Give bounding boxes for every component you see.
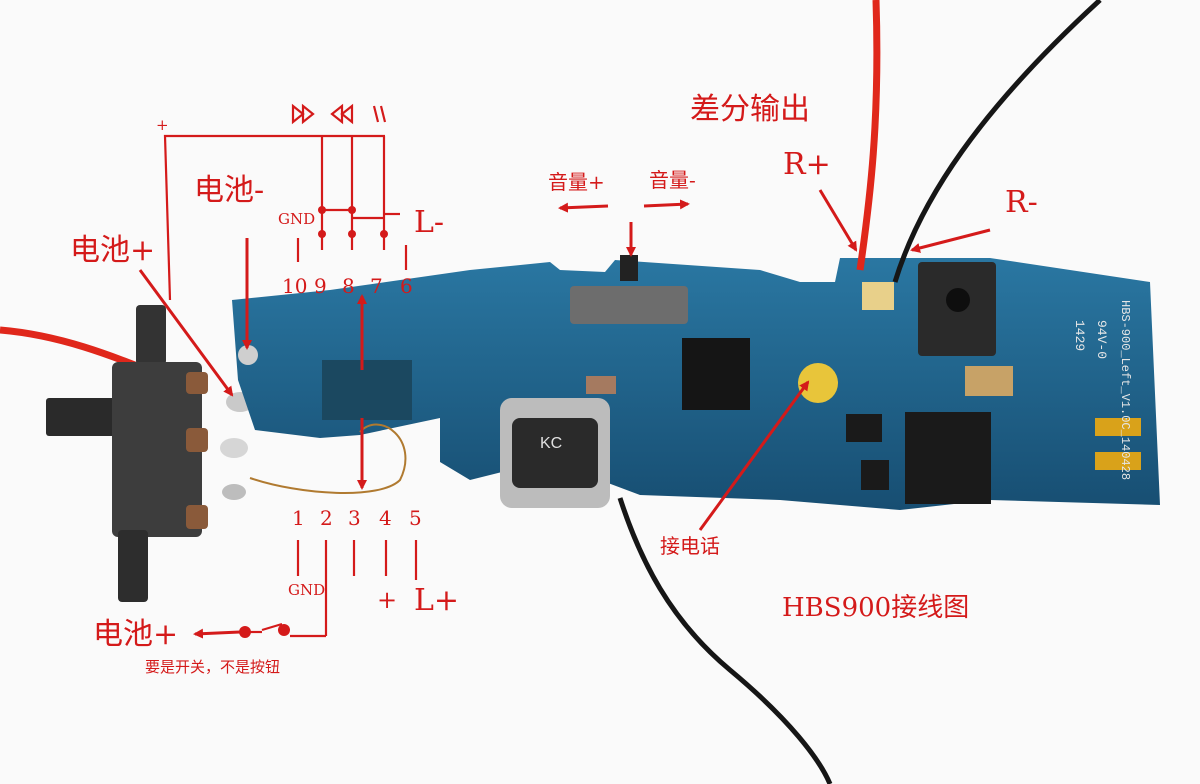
volume-plus-label: 音量+ [548, 170, 605, 194]
pin-number-bottom: 4 [379, 506, 392, 530]
pin-number-bottom: 2 [320, 506, 333, 530]
annotation-arrows [138, 189, 991, 639]
gnd-top-label: GND [278, 210, 316, 228]
pcb-slide-knob [620, 255, 638, 281]
volume-minus-label: 音量- [649, 168, 696, 192]
r-minus-label: R- [1005, 185, 1038, 220]
pcb-button-area [322, 360, 412, 420]
l-minus-label: L- [414, 205, 445, 240]
fast-forward-icon [291, 103, 315, 125]
switch-contact [239, 626, 251, 638]
pcb-crystal [965, 366, 1013, 396]
pcb-inductor [586, 376, 616, 394]
r-minus-arrow [910, 228, 991, 253]
pcb-mark-date: 1429 [1072, 320, 1087, 351]
pin-number-top: 7 [370, 274, 383, 298]
answer-call-label: 接电话 [660, 534, 720, 558]
switch-contact [380, 230, 388, 238]
pcb-small-chip-b [861, 460, 889, 490]
pin-number-bottom: 3 [348, 506, 361, 530]
pcb-solder-pads [862, 282, 894, 310]
switch-contact [278, 624, 290, 636]
pin-number-bottom: 5 [409, 506, 422, 530]
pin-number-top: 6 [400, 274, 413, 298]
volume-plus-arrow [558, 202, 609, 213]
pcb-chip-bt [905, 412, 991, 504]
pin-number-top: 9 [314, 274, 327, 298]
r-plus-wire [856, 0, 881, 271]
pcb-mark-model: HBS-900_Left_V1.0C_140428 [1118, 300, 1132, 480]
r-plus-arrow [818, 189, 858, 252]
plus-sign-label: + [377, 586, 398, 614]
annotation-lines [163, 134, 418, 638]
pcb-volume-switch [570, 286, 688, 324]
pin-number-bottom: 1 [292, 506, 305, 530]
battery-plus-top-label: 电池+ [70, 233, 156, 268]
switch-contact [348, 230, 356, 238]
pcb-mark-usb: KC [540, 435, 562, 452]
switch-contact [348, 206, 356, 214]
pcb-pad-1 [1095, 418, 1141, 436]
pause-icon [372, 105, 387, 123]
pcb-battery-minus-pad [238, 345, 258, 365]
bottom-cable [617, 497, 833, 784]
pin-number-top: 10 [282, 274, 308, 298]
rewind-icon [330, 103, 354, 125]
diagram-title: HBS900接线图 [782, 593, 970, 623]
rail-plus-label: + [156, 116, 169, 134]
call-arrow [698, 380, 810, 531]
battery-plus-arrow [138, 269, 234, 397]
diff-output-label: 差分输出 [690, 92, 810, 127]
slide-switch [46, 305, 254, 602]
switch-note-label: 要是开关，不是按钮 [145, 658, 281, 676]
pin-number-top: 8 [342, 274, 355, 298]
l-plus-label: L+ [414, 583, 460, 618]
r-plus-label: R+ [783, 147, 831, 182]
button-icons [291, 103, 387, 125]
gnd-bottom-label: GND [288, 581, 326, 599]
volume-minus-arrow [643, 199, 690, 210]
switch-contact [318, 230, 326, 238]
jumper-wire [249, 423, 407, 494]
call-button [798, 363, 838, 403]
pcb-mark-rating: 94V-0 [1094, 320, 1109, 359]
switch-contact [318, 206, 326, 214]
pcb-small-chip-a [846, 414, 882, 442]
pcb-chip-main [682, 338, 750, 410]
plus-rail-line [163, 134, 385, 301]
battery-minus-label: 电池- [194, 173, 265, 208]
r-minus-wire [892, 0, 1102, 283]
pcb-pad-2 [1095, 452, 1141, 470]
battery-plus-bottom-label: 电池+ [93, 617, 179, 652]
battery-plus-bottom-arrow [193, 628, 241, 639]
